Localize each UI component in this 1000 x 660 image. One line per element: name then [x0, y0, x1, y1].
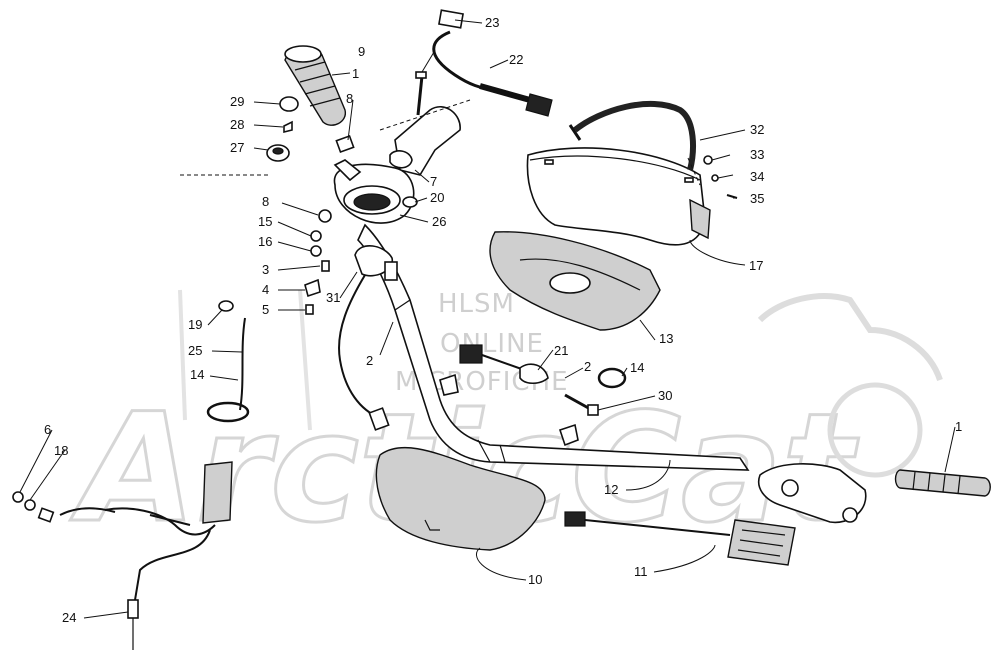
callout-35: 35: [750, 191, 764, 206]
callout-34: 34: [750, 169, 764, 184]
callout-6: 6: [44, 422, 51, 437]
callout-2-left: 2: [366, 353, 373, 368]
clamp-ring-right: [597, 367, 627, 389]
handlebar: [357, 223, 750, 471]
callout-11: 11: [634, 564, 648, 579]
callout-14-right: 14: [630, 360, 644, 375]
callout-17: 17: [749, 258, 763, 273]
callout-4: 4: [262, 282, 269, 297]
callout-27: 27: [230, 140, 244, 155]
callout-22: 22: [509, 52, 523, 67]
callout-28: 28: [230, 117, 244, 132]
callout-10: 10: [528, 572, 542, 587]
callout-26: 26: [432, 214, 446, 229]
thumb-throttle: [564, 511, 796, 566]
watermark-wheel: [827, 382, 923, 478]
watermark-line1: HLSM: [438, 289, 515, 319]
callout-21: 21: [554, 343, 568, 358]
callout-3: 3: [262, 262, 269, 277]
callout-labels: 1 1 2 2 3 4 5 6 7 8 8 9 10 11 12 13 14 1…: [44, 15, 962, 625]
watermark-line2: ONLINE: [440, 329, 544, 359]
callout-8-top: 8: [346, 91, 353, 106]
callout-18: 18: [54, 443, 68, 458]
windshield: [526, 147, 711, 246]
callout-8-left: 8: [262, 194, 269, 209]
callout-13: 13: [659, 331, 673, 346]
callout-2-right: 2: [584, 359, 591, 374]
callout-23: 23: [485, 15, 499, 30]
watermark-figure: [178, 289, 312, 431]
callout-29: 29: [230, 94, 244, 109]
left-grip: [284, 45, 346, 126]
brake-lever: [338, 245, 398, 431]
callout-12: 12: [604, 482, 618, 497]
callout-5: 5: [262, 302, 269, 317]
leader-lines: [19, 19, 956, 619]
switch-assembly: [459, 344, 599, 416]
callout-32: 32: [750, 122, 764, 137]
steering-head: [333, 159, 418, 224]
callout-30: 30: [658, 388, 672, 403]
instrument-panel: [489, 231, 661, 331]
lower-cover: [375, 447, 546, 551]
switch-knob-parts: [266, 96, 299, 162]
callout-9: 9: [358, 44, 365, 59]
callout-15: 15: [258, 214, 272, 229]
callout-1-left: 1: [352, 66, 359, 81]
callout-16: 16: [258, 234, 272, 249]
callout-14-left: 14: [190, 367, 204, 382]
callout-19: 19: [188, 317, 202, 332]
callout-24: 24: [62, 610, 76, 625]
right-grip-assembly: [758, 463, 991, 524]
callout-7: 7: [430, 174, 437, 189]
callout-31: 31: [326, 290, 340, 305]
wire-harness: [432, 9, 553, 117]
handlebar-clamp: [335, 71, 461, 176]
callout-20: 20: [430, 190, 444, 205]
watermark-bike-outline: [757, 293, 943, 382]
callout-33: 33: [750, 147, 764, 162]
callout-1-right: 1: [955, 419, 962, 434]
callout-25: 25: [188, 343, 202, 358]
